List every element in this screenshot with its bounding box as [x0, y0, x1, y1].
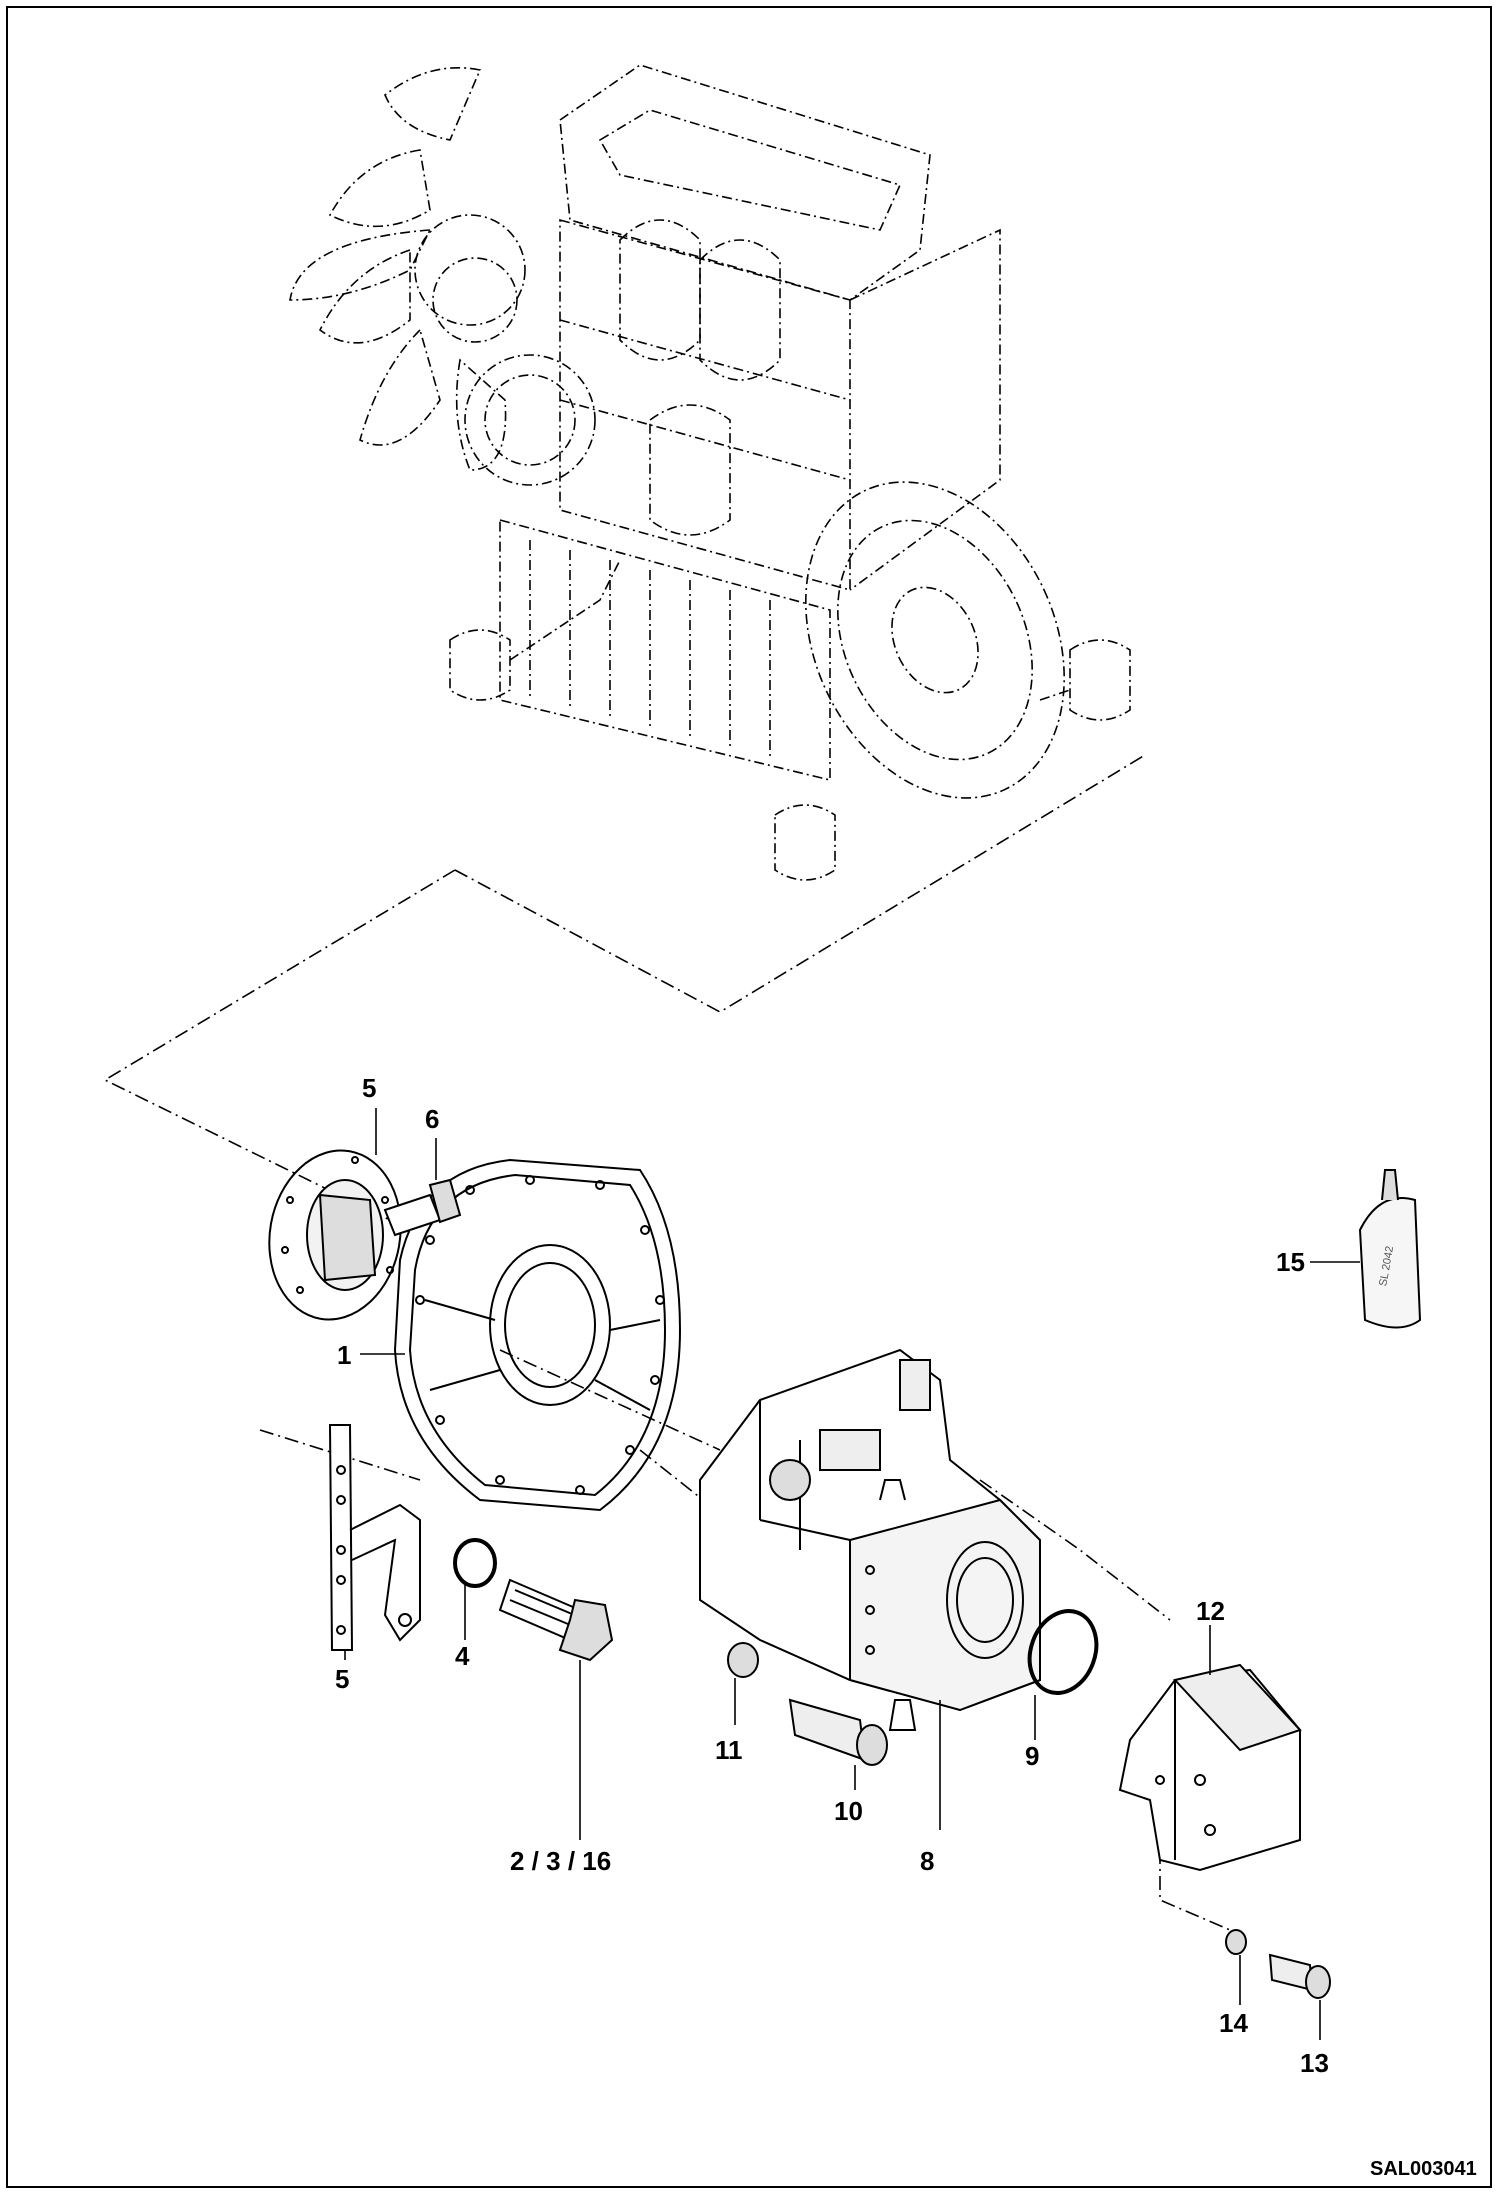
callout-9: 9	[1025, 1741, 1040, 1771]
alignment-lines	[103, 754, 1231, 1931]
part-13-screw	[1268, 1953, 1331, 1999]
callout-14: 14	[1219, 2008, 1248, 2038]
part-9-o-ring	[1027, 1609, 1099, 1695]
callout-4: 4	[455, 1641, 470, 1671]
callout-6: 5	[362, 1073, 377, 1103]
callout-12: 12	[1196, 1596, 1225, 1626]
part-4-o-ring	[453, 1538, 497, 1588]
callout-7: 6	[425, 1104, 440, 1134]
part-12-gear-pump	[1118, 1663, 1302, 1872]
callout-11: 11	[715, 1735, 743, 1765]
part-7-bolt	[383, 1178, 462, 1237]
drawing-code: SAL003041	[1370, 2158, 1477, 2180]
callout-15: 15	[1276, 1247, 1305, 1277]
part-5-bracket	[328, 1424, 421, 1651]
part-14-washer	[1225, 1929, 1247, 1955]
engine-phantom	[289, 64, 1131, 881]
part-8-pump	[699, 1348, 1041, 1731]
part-6-coupling	[268, 1149, 402, 1321]
leader-lines	[344, 1108, 1360, 2040]
callout-13: 13	[1300, 2048, 1329, 2078]
callout-2: 2 / 3 / 16	[510, 1846, 612, 1876]
callout-1: 1	[337, 1340, 352, 1370]
part-1-flange	[393, 1158, 682, 1512]
callout-10: 10	[834, 1796, 863, 1826]
part-11-washer	[727, 1642, 759, 1678]
part-10-screw	[788, 1698, 888, 1766]
part-2-bolt	[498, 1578, 614, 1662]
callout-5: 5	[335, 1664, 350, 1694]
part-15-tube: SL 2042	[1358, 1169, 1422, 1329]
callout-8: 8	[920, 1846, 935, 1876]
